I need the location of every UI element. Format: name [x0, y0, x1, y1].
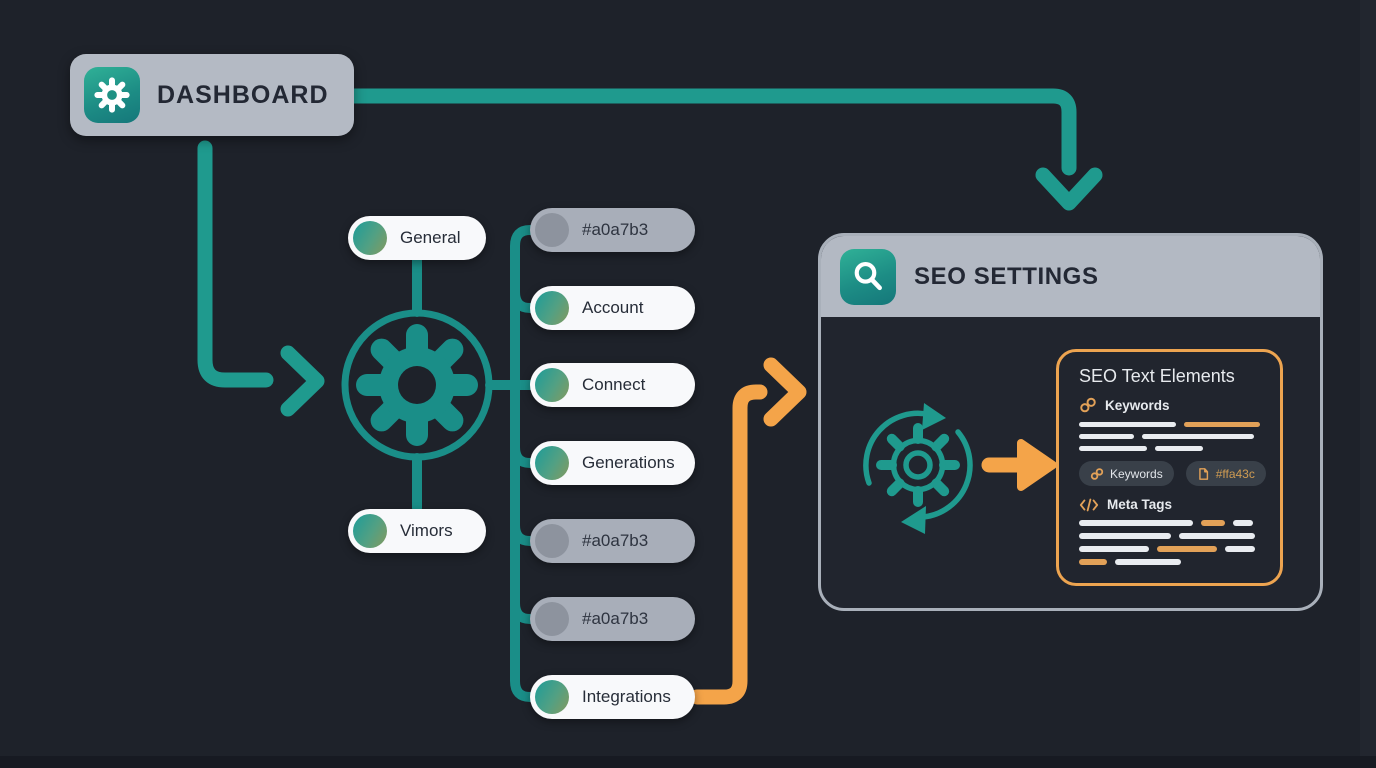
skeleton-bar — [1079, 533, 1171, 539]
search-icon-glyph — [854, 261, 882, 290]
item-dot-icon — [535, 446, 569, 480]
skeleton-bar — [1142, 434, 1254, 439]
item-dot-icon — [535, 680, 569, 714]
menu-item-label: #a0a7b3 — [582, 531, 649, 550]
skeleton-bar — [1079, 446, 1147, 451]
skeleton-bar — [1079, 559, 1107, 565]
tag-row: Keywords #ffa43c — [1079, 461, 1266, 486]
skeleton-bar — [1115, 559, 1181, 565]
color-hex-tag[interactable]: #ffa43c — [1185, 461, 1266, 486]
menu-item-integrations[interactable]: Integrations — [530, 675, 695, 719]
card-title: SEO Text Elements — [1079, 366, 1235, 386]
file-icon — [1198, 467, 1208, 480]
item-dot-icon — [353, 221, 387, 255]
settings-gear-icon — [341, 309, 493, 461]
item-dot-icon — [535, 524, 569, 558]
keywords-section: Keywords — [1079, 396, 1260, 414]
menu-item-label: #a0a7b3 — [582, 220, 649, 239]
arrow-process-to-card — [981, 439, 1057, 491]
item-dot-icon — [353, 514, 387, 548]
menu-item-label: General — [400, 228, 461, 247]
skeleton-bar — [1079, 422, 1177, 427]
skeleton-bar — [1079, 520, 1193, 526]
menu-item-label: Integrations — [582, 687, 671, 706]
menu-item-generations[interactable]: Generations — [530, 441, 695, 485]
skeleton-bar — [1201, 520, 1225, 526]
seo-text-elements-card: SEO Text Elements Keywords — [1056, 349, 1283, 586]
skeleton-bar — [1079, 546, 1149, 552]
menu-item-placeholder-3[interactable]: #a0a7b3 — [530, 597, 695, 641]
menu-item-account[interactable]: Account — [530, 286, 695, 330]
menu-item-vimors[interactable]: Vimors — [348, 509, 486, 553]
arrow-dashboard-to-seo — [332, 88, 1103, 211]
code-icon — [1079, 498, 1099, 511]
skeleton-row — [1079, 546, 1260, 552]
skeleton-bar — [1225, 546, 1255, 552]
edge-shade-bottom — [0, 756, 1376, 768]
seo-settings-panel: SEO SETTINGS SEO Text Elements — [818, 233, 1323, 611]
menu-item-general[interactable]: General — [348, 216, 486, 260]
skeleton-row — [1079, 434, 1260, 439]
skeleton-bar — [1155, 446, 1203, 451]
menu-item-connect[interactable]: Connect — [530, 363, 695, 407]
skeleton-bar — [1179, 533, 1255, 539]
menu-item-placeholder-1[interactable]: #a0a7b3 — [530, 208, 695, 252]
seo-settings-header: SEO SETTINGS — [821, 236, 1320, 317]
sync-gear-icon — [863, 403, 973, 534]
skeleton-row — [1079, 533, 1260, 539]
item-dot-icon — [535, 291, 569, 325]
tag-label: #ffa43c — [1215, 466, 1255, 481]
meta-tags-section: Meta Tags — [1079, 497, 1260, 512]
gear-icon-glyph — [94, 77, 130, 113]
keywords-tag[interactable]: Keywords — [1079, 461, 1174, 486]
skeleton-row — [1079, 446, 1260, 451]
skeleton-bar — [1157, 546, 1217, 552]
arrow-integrations-to-seo — [689, 357, 807, 705]
menu-item-label: Vimors — [400, 521, 453, 540]
menu-item-placeholder-2[interactable]: #a0a7b3 — [530, 519, 695, 563]
tag-label: Keywords — [1110, 466, 1163, 481]
seo-settings-title: SEO SETTINGS — [914, 262, 1099, 290]
skeleton-bar — [1184, 422, 1260, 427]
meta-tags-section-label: Meta Tags — [1107, 497, 1173, 512]
skeleton-row — [1079, 559, 1260, 565]
skeleton-bar — [1079, 434, 1134, 439]
skeleton-row — [1079, 422, 1260, 427]
item-dot-icon — [535, 213, 569, 247]
skeleton-row — [1079, 520, 1260, 526]
keywords-section-label: Keywords — [1105, 397, 1170, 413]
dashboard-label: DASHBOARD — [157, 80, 329, 109]
menu-item-label: Connect — [582, 375, 646, 394]
item-dot-icon — [535, 368, 569, 402]
gear-icon — [84, 67, 140, 123]
search-icon — [840, 248, 896, 305]
dashboard-node[interactable]: DASHBOARD — [70, 54, 354, 136]
link-icon — [1080, 397, 1096, 413]
menu-item-label: Account — [582, 298, 644, 317]
arrow-dashboard-to-settings — [197, 140, 325, 417]
skeleton-bar — [1233, 520, 1253, 526]
edge-shade-right — [1360, 0, 1376, 768]
settings-branch-lines — [412, 225, 535, 702]
item-dot-icon — [535, 602, 569, 636]
menu-item-label: Generations — [582, 453, 675, 472]
menu-item-label: #a0a7b3 — [582, 609, 649, 628]
link-icon — [1090, 467, 1104, 480]
